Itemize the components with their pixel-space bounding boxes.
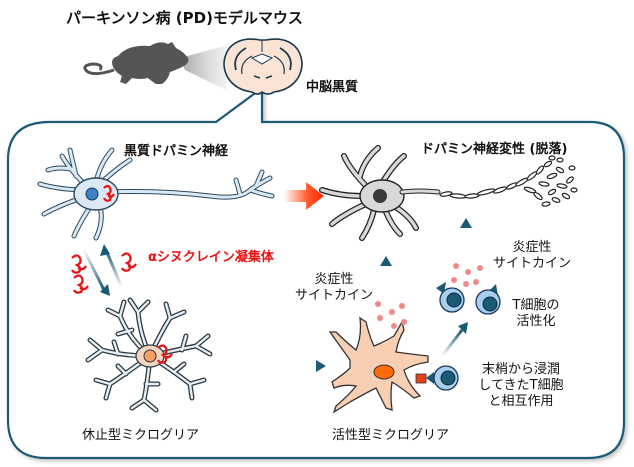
brain-coronal-section-icon: [223, 38, 303, 95]
axon-fragment: [546, 172, 558, 180]
axon-fragment: [538, 181, 550, 187]
axon-fragment: [535, 165, 545, 175]
microglia-branch: [94, 354, 152, 400]
cytokine-label-right-line1: 炎症性: [512, 240, 552, 255]
synuclein-release-arrow: [82, 249, 110, 296]
microglia-branch: [86, 338, 152, 362]
degenerate-nucleus: [373, 189, 387, 203]
neuron-nucleus: [85, 187, 99, 201]
resting-microglia-icon: [85, 297, 213, 413]
microglia-branch: [130, 354, 160, 412]
axon-fragment: [541, 201, 551, 207]
active-microglia-label: 活性型ミクログリア: [332, 428, 450, 443]
t-cell-icon: [475, 284, 501, 315]
resting-microglia-nucleus: [143, 349, 157, 363]
infiltration-line3: と相互作用: [488, 394, 554, 409]
cytokine-label-left: 炎症性 サイトカイン: [288, 272, 380, 304]
axon-fragment: [570, 187, 578, 193]
resting-microglia-label: 休止型ミクログリア: [82, 428, 200, 443]
axon-fragment: [556, 183, 568, 189]
axon-fragments: [439, 155, 578, 207]
alpha-synuclein-aggregate-icon: [71, 252, 137, 294]
tcell-activation-line1: T細胞の: [512, 298, 560, 313]
cytokine-label-right: 炎症性 サイトカイン: [486, 240, 578, 272]
page-title: パーキンソン病 (PD)モデルマウス: [66, 9, 303, 27]
tcell-activation-label: T細胞の 活性化: [506, 298, 566, 330]
axon-fragment: [561, 192, 571, 200]
axon-fragment: [547, 188, 557, 196]
alpha-synuclein-aggregate-icon: [157, 344, 173, 364]
axon-fragment: [533, 191, 543, 201]
activation-arrow: [240, 360, 326, 372]
axon-fragment: [551, 197, 561, 203]
infiltration-line2: してきたT細胞: [478, 378, 564, 393]
cytokine-dots-icon: [451, 263, 483, 287]
tcell-activation-line2: 活性化: [516, 314, 556, 329]
zoom-cone: [180, 44, 232, 90]
t-cell-icon: [426, 365, 459, 391]
healthy-neuron-label: 黒質ドパミン神経: [124, 144, 229, 159]
axon-fragment: [555, 166, 565, 174]
axon-fragment: [556, 157, 564, 163]
microglia-branch: [148, 334, 212, 358]
cytokine-label-right-line2: サイトカイン: [492, 256, 571, 271]
mouse-silhouette-icon: [83, 42, 189, 84]
axon-fragment: [568, 165, 576, 171]
infiltration-line1: 末梢から浸潤: [481, 362, 560, 377]
t-cell-icon: [436, 282, 465, 313]
progression-arrow: [284, 182, 324, 210]
alpha-synuclein-aggregate-icon: [103, 184, 115, 202]
activated-microglia-icon: [328, 316, 429, 414]
cytokine-to-neuron-arrow-right: [460, 218, 472, 262]
cytokine-label-left-line1: 炎症性: [314, 272, 354, 287]
infiltration-label: 末梢から浸潤 してきたT細胞 と相互作用: [466, 362, 576, 410]
axon-fragment: [543, 160, 553, 168]
cytokine-to-neuron-arrow-left: [380, 256, 392, 304]
tcell-activation-arrow: [440, 322, 468, 357]
receptor-icon: [415, 373, 427, 384]
brain-region-label: 中脳黒質: [306, 80, 359, 95]
cytokine-dots-icon: [375, 301, 407, 329]
axon-fragment: [548, 155, 556, 161]
axon-fragment: [439, 191, 453, 197]
cytokine-label-left-line2: サイトカイン: [294, 288, 373, 303]
microglia-branch: [148, 354, 206, 400]
microglia-to-neuron-arrow: [100, 244, 124, 289]
microglia-branch: [106, 300, 152, 358]
degenerating-neuron-label: ドパミン神経変性 (脱落): [421, 142, 568, 157]
axon-fragment: [566, 176, 574, 184]
alpha-synuclein-label: αシヌクレイン凝集体: [148, 250, 274, 265]
active-microglia-nucleus: [373, 364, 395, 380]
